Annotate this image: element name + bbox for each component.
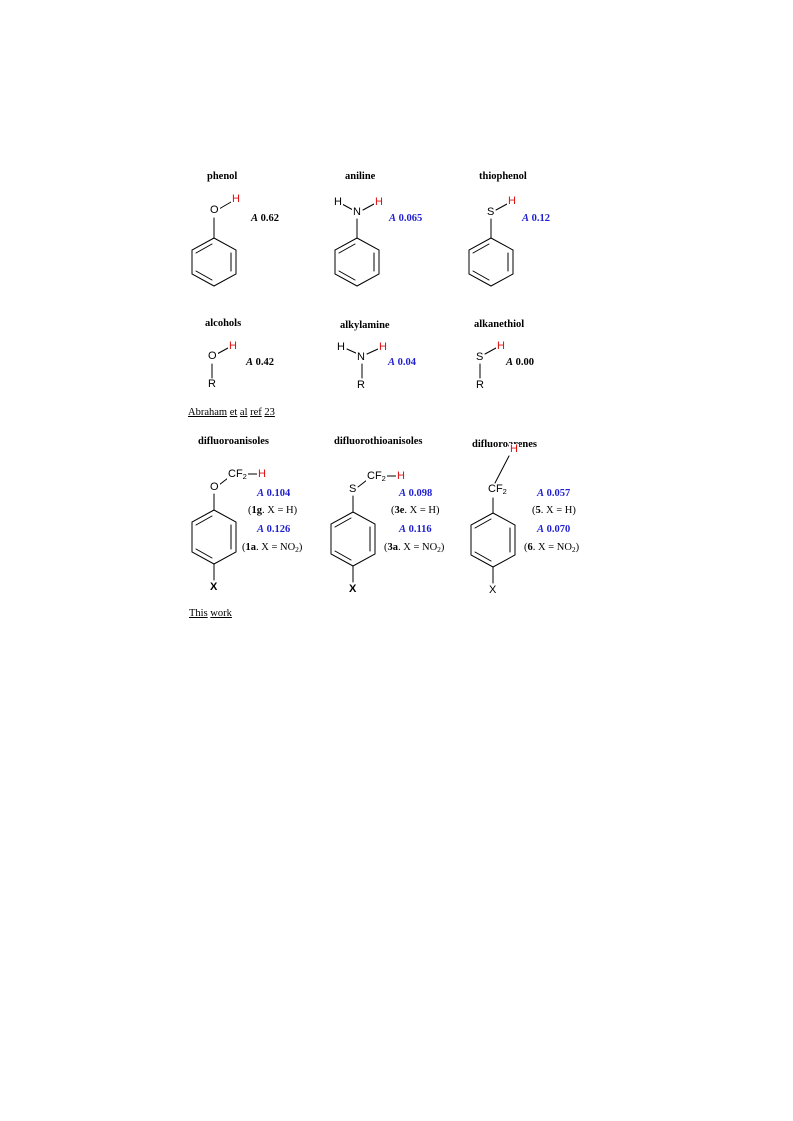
difluoroarene-6-acidity: A 0.070: [537, 524, 571, 535]
difluoroarene-6-compound: (6. X = NO2): [524, 542, 580, 554]
benzene-ring-aniline: [334, 203, 380, 287]
alcohol-oxygen-atom: O: [207, 350, 218, 362]
alcohol-acidity-value: A 0.42: [246, 357, 275, 368]
thiophenol-label: thiophenol: [479, 171, 527, 182]
difluoroarenes-label: difluoroarenes: [472, 439, 537, 450]
this-work-reference: This work: [189, 608, 232, 619]
difluorothioanisole-3e-acidity: A 0.098: [399, 488, 433, 499]
difluoroanisole-1g-compound: (1g. X = H): [248, 505, 298, 516]
benzene-ring-difluorothioanisole: [330, 475, 397, 583]
difluorothioanisole-3a-acidity: A 0.116: [399, 524, 432, 535]
difluoroanisoles-label: difluoroanisoles: [198, 436, 269, 447]
alcohols-label: alcohols: [205, 318, 242, 329]
thiophenol-sulfur-atom: S: [486, 206, 496, 218]
phenol-hydrogen-atom: H: [231, 193, 241, 205]
difluoroanisole-hydrogen-atom: H: [257, 468, 267, 480]
difluoroanisole-1a-compound: (1a. X = NO2): [242, 542, 303, 554]
difluoroarene-5-acidity: A 0.057: [537, 488, 571, 499]
aniline-label: aniline: [345, 171, 376, 182]
alkanethiol-bonds: [479, 347, 497, 379]
thiophenol-acidity-value: A 0.12: [522, 213, 551, 224]
alcohol-r-group: R: [207, 378, 217, 390]
alkanethiol-r-group: R: [475, 379, 485, 391]
difluorothioanisoles-label: difluorothioanisoles: [334, 436, 423, 447]
alkanethiol-label: alkanethiol: [474, 319, 525, 330]
difluoroanisole-1g-acidity: A 0.104: [257, 488, 291, 499]
phenol-label: phenol: [207, 171, 238, 182]
difluoroarene-hydrogen-atom: H: [509, 443, 519, 455]
thiophenol-hydrogen-atom: H: [507, 195, 517, 207]
difluorothioanisole-sulfur-atom: S: [348, 483, 358, 495]
difluorothioanisole-x-substituent: X: [348, 583, 358, 595]
difluoroarene-x-substituent: X: [488, 584, 498, 596]
benzene-ring-difluoroarene: [470, 455, 516, 584]
difluoroanisole-oxygen-atom: O: [209, 481, 220, 493]
benzene-ring-phenol: [191, 201, 237, 287]
alcohol-hydrogen-atom: H: [228, 340, 238, 352]
abraham-reference: Abraham et al ref 23: [188, 407, 275, 418]
alkylamine-acidity-value: A 0.04: [388, 357, 417, 368]
difluorothioanisole-3e-compound: (3e. X = H): [391, 505, 440, 516]
difluorothioanisole-3a-compound: (3a. X = NO2): [384, 542, 445, 554]
phenol-acidity-value: A 0.62: [251, 213, 280, 224]
alkylamine-r-group: R: [356, 379, 366, 391]
aniline-hydrogen-right-atom: H: [374, 196, 384, 208]
benzene-ring-difluoroanisole: [191, 473, 258, 581]
difluoroanisole-x-substituent: X: [209, 581, 219, 593]
alkanethiol-sulfur-atom: S: [475, 351, 485, 363]
alkanethiol-hydrogen-atom: H: [496, 340, 506, 352]
benzene-ring-thiophenol: [468, 203, 514, 287]
aniline-hydrogen-left-atom: H: [333, 196, 343, 208]
alkylamine-hydrogen-left-atom: H: [336, 341, 346, 353]
aniline-acidity-value: A 0.065: [389, 213, 423, 224]
difluorothioanisole-cf2-group: CF2: [366, 470, 387, 483]
alkylamine-hydrogen-right-atom: H: [378, 341, 388, 353]
phenol-oxygen-atom: O: [209, 204, 220, 216]
difluoroanisole-cf2-group: CF2: [227, 468, 248, 481]
alkanethiol-acidity-value: A 0.00: [506, 357, 535, 368]
aniline-nitrogen-atom: N: [352, 206, 362, 218]
difluoroarene-5-compound: (5. X = H): [532, 505, 576, 516]
difluorothioanisole-hydrogen-atom: H: [396, 470, 406, 482]
difluoroarene-cf2-group: CF2: [487, 483, 508, 496]
alkylamine-label: alkylamine: [340, 320, 390, 331]
difluoroanisole-1a-acidity: A 0.126: [257, 524, 291, 535]
alcohol-bonds: [211, 347, 229, 379]
alkylamine-nitrogen-atom: N: [356, 351, 366, 363]
